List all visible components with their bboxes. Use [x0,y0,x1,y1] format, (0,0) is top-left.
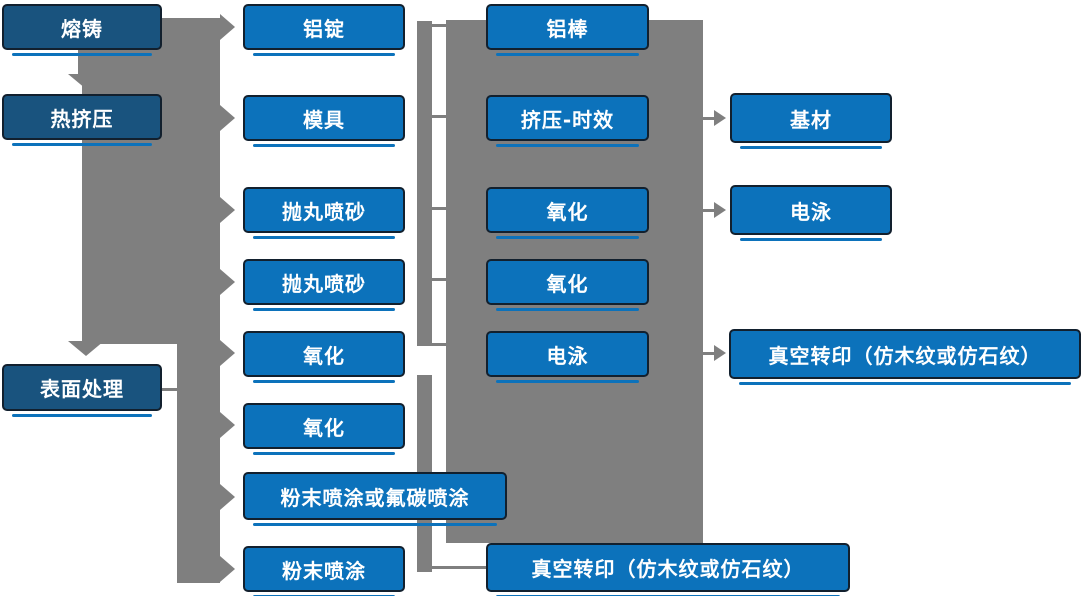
connector-surface-treatment-line [161,388,177,391]
arrowhead-to-oxidation-2 [220,412,235,438]
arrowhead-down-to-surface-treatment [68,341,104,356]
node-powder-coating: 粉末喷涂 [243,546,405,596]
node-shot-blast-1: 抛丸喷砂 [243,187,405,239]
node-al-rod: 铝棒 [486,4,649,56]
arrowhead-to-base-material [714,110,726,126]
connector-left-trunk-wide [82,18,220,344]
connector-stub-row3 [432,207,446,210]
arrowhead-to-powder-coating [220,556,235,582]
connector-stub-row2 [432,115,446,118]
connector-stem-to-electrophoresis [703,209,716,212]
node-shot-blast-2: 抛丸喷砂 [243,259,405,311]
node-oxidation-1: 氧化 [243,331,405,383]
connector-stub-bottom [432,566,486,569]
node-powder-or-fluorocarbon: 粉末喷涂或氟碳喷涂 [243,472,507,526]
connector-stem-to-vacuum-transfer [703,352,716,355]
node-al-ingot: 铝锭 [243,4,405,56]
node-vacuum-transfer-right: 真空转印（仿木纹或仿石纹） [729,329,1081,385]
connector-middle-bar-upper [417,21,432,346]
arrowhead-to-electrophoresis [714,202,726,218]
connector-stub-row1 [432,24,446,27]
arrowhead-to-shot-blast-1 [220,197,235,223]
arrowhead-to-oxidation-1 [220,340,235,366]
connector-stub-row5 [432,343,446,346]
node-electrophoresis-2: 电泳 [730,185,892,241]
node-electrophoresis-1: 电泳 [486,331,649,383]
arrowhead-to-al-ingot [220,14,235,40]
node-oxidation-2: 氧化 [243,403,405,455]
node-vacuum-transfer-bottom: 真空转印（仿木纹或仿石纹） [486,543,850,596]
node-melt-cast: 熔铸 [2,4,162,56]
arrowhead-to-mold [220,105,235,131]
node-mold: 模具 [243,95,405,147]
connector-left-trunk-lower [177,344,220,583]
node-surface-treatment: 表面处理 [2,364,162,417]
arrowhead-down-to-hot-extrusion [68,74,104,89]
connector-down-shaft-melt-to-extrusion [78,50,94,76]
connector-stem-to-base-material [703,117,716,120]
node-oxidation-3: 氧化 [486,187,649,239]
arrowhead-to-shot-blast-2 [220,269,235,295]
arrowhead-to-powder-or-fluorocarbon [220,484,235,510]
node-extrusion-aging: 挤压-时效 [486,95,649,147]
node-oxidation-4: 氧化 [486,259,649,311]
connector-stub-row4 [432,278,446,281]
node-base-material: 基材 [730,93,892,149]
node-hot-extrusion: 热挤压 [2,94,162,146]
arrowhead-to-vacuum-transfer [714,345,726,361]
